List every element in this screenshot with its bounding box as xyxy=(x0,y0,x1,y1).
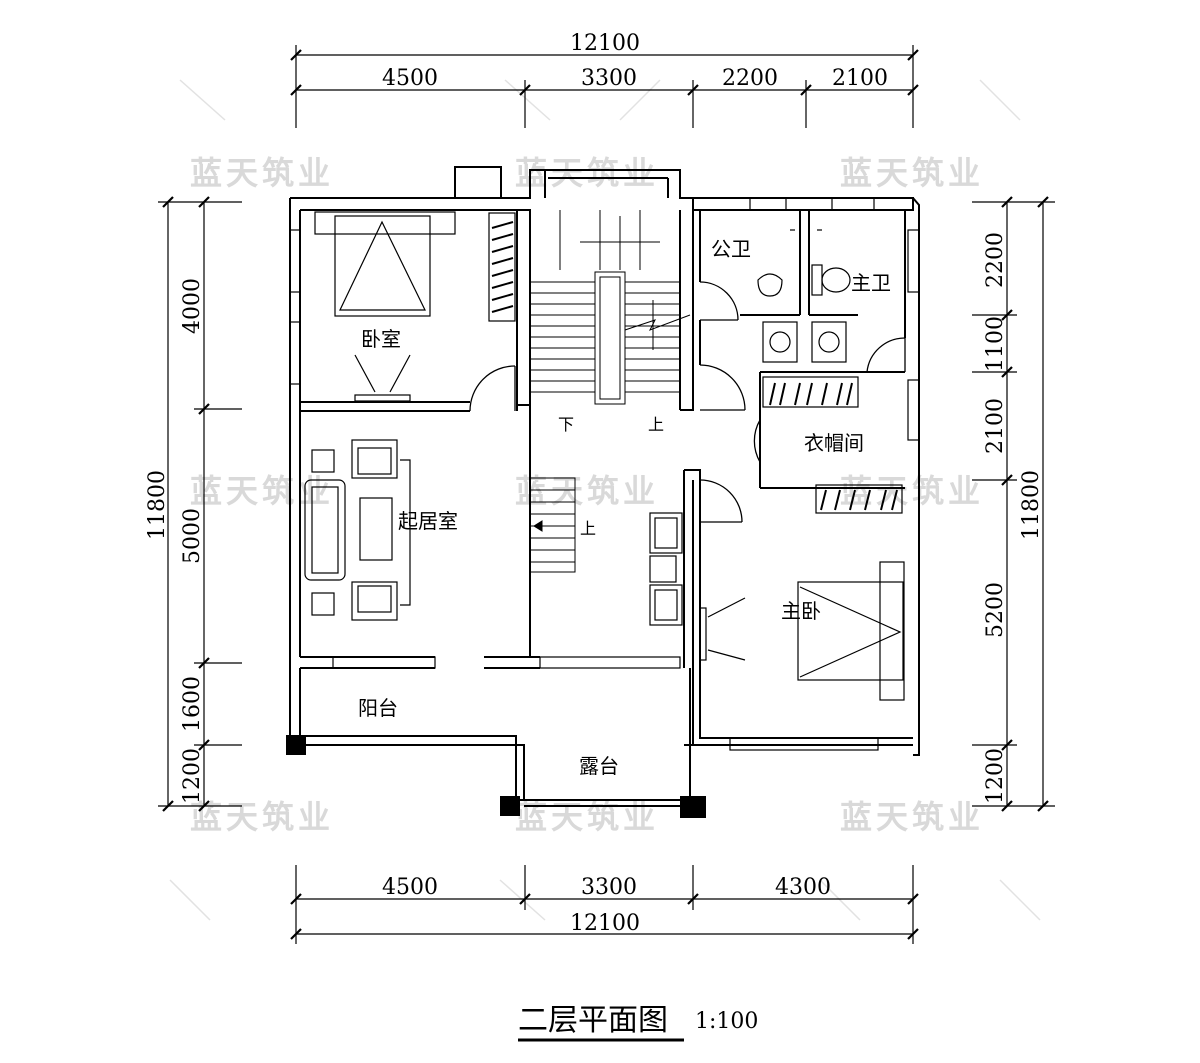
dim-right-seg: 1200 xyxy=(983,748,1008,804)
stair-up-label: 上 xyxy=(580,519,596,538)
watermark-group: 蓝天筑业 蓝天筑业 蓝天筑业 蓝天筑业 蓝天筑业 蓝天筑业 蓝天筑业 蓝天筑业 … xyxy=(169,79,1041,921)
dim-left-seg: 1200 xyxy=(180,748,205,804)
room-terrace-label: 露台 xyxy=(579,754,619,778)
dim-left-seg: 4000 xyxy=(180,278,205,334)
dim-left-total: 11800 xyxy=(145,470,170,540)
dim-top-seg: 4500 xyxy=(382,66,438,91)
dim-bottom-seg: 4300 xyxy=(775,875,831,900)
dim-bottom-seg: 4500 xyxy=(382,875,438,900)
watermark-text: 蓝天筑业 xyxy=(840,154,984,192)
watermark-text: 蓝天筑业 xyxy=(515,798,659,836)
room-closet-label: 衣帽间 xyxy=(804,431,864,455)
room-master-bath-label: 主卫 xyxy=(851,271,891,295)
watermark-text: 蓝天筑业 xyxy=(190,472,334,510)
dimension-right xyxy=(972,196,1055,812)
dimension-top xyxy=(290,45,919,128)
dim-left-seg: 1600 xyxy=(180,676,205,732)
dimension-bottom xyxy=(290,865,919,944)
doors xyxy=(469,281,906,523)
dim-right-seg: 1100 xyxy=(983,316,1008,372)
walls xyxy=(289,166,920,756)
columns xyxy=(286,735,706,818)
watermark-text: 蓝天筑业 xyxy=(840,798,984,836)
dim-bottom-total: 12100 xyxy=(570,911,640,936)
dim-top-seg: 3300 xyxy=(581,66,637,91)
stair-up-label: 上 xyxy=(648,415,664,434)
watermark-text: 蓝天筑业 xyxy=(190,798,334,836)
room-bedroom-label: 卧室 xyxy=(361,327,401,351)
dim-right-total: 11800 xyxy=(1019,470,1044,540)
room-balcony-label: 阳台 xyxy=(358,696,398,720)
drawing-scale: 1:100 xyxy=(695,1009,758,1034)
drawing-title-block: 二层平面图 1:100 xyxy=(518,1003,758,1042)
room-living-label: 起居室 xyxy=(398,509,458,533)
room-public-bath-label: 公卫 xyxy=(711,237,751,261)
drawing-title: 二层平面图 xyxy=(518,1003,668,1038)
windows xyxy=(289,197,920,751)
dim-top-total: 12100 xyxy=(570,31,640,56)
room-master-bedroom-label: 主卧 xyxy=(781,599,821,623)
dim-right-seg: 5200 xyxy=(983,582,1008,638)
watermark-text: 蓝天筑业 xyxy=(840,472,984,510)
dim-left-seg: 5000 xyxy=(180,508,205,564)
dimension-left xyxy=(158,196,242,812)
stair-down-label: 下 xyxy=(558,415,574,434)
stairs xyxy=(530,210,691,573)
balcony-terrace xyxy=(289,668,700,807)
watermark-text: 蓝天筑业 xyxy=(190,154,334,192)
furniture xyxy=(304,211,905,701)
dim-top-seg: 2200 xyxy=(722,66,778,91)
dim-right-seg: 2200 xyxy=(983,232,1008,288)
dim-bottom-seg: 3300 xyxy=(581,875,637,900)
dim-right-seg: 2100 xyxy=(983,398,1008,454)
room-labels: 卧室 起居室 公卫 主卫 衣帽间 主卧 阳台 露台 下 上 上 xyxy=(358,237,891,778)
dim-top-seg: 2100 xyxy=(832,66,888,91)
watermark-text: 蓝天筑业 xyxy=(515,154,659,192)
